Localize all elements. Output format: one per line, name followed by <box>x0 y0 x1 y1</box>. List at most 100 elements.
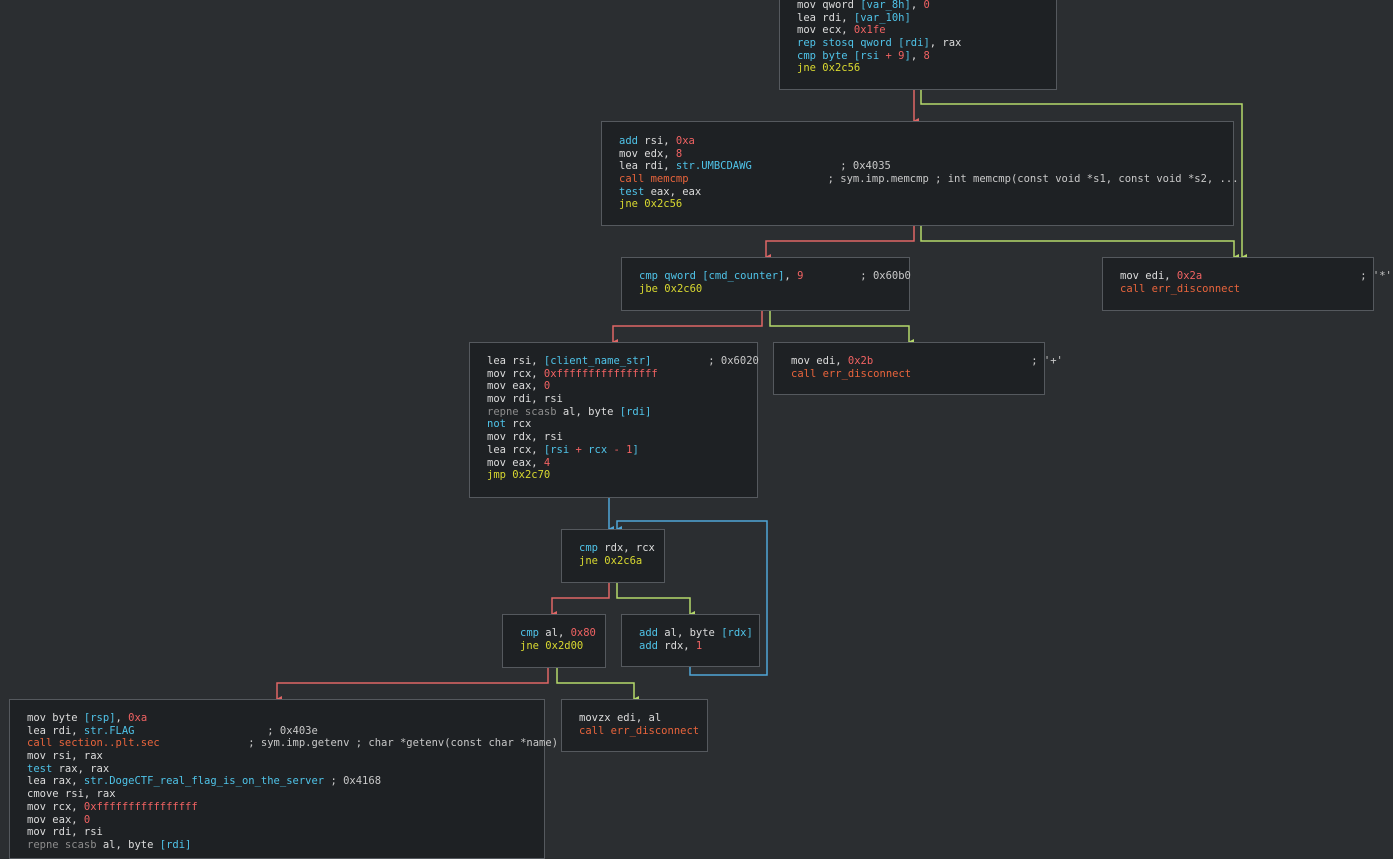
token-reg: edi, <box>816 355 848 367</box>
token-num: 4 <box>543 456 551 469</box>
token-str: str.UMBCDAWG <box>675 160 752 173</box>
token-reg: rdi, rsi <box>52 826 103 839</box>
instruction-line[interactable]: jne 0x2c56 <box>797 62 1056 75</box>
instruction-line[interactable]: repne scasb al, byte [rdi] <box>487 406 757 419</box>
token-reg: al, <box>664 627 690 639</box>
token-cmp: cmp <box>639 270 665 282</box>
instruction-line[interactable]: add rsi, 0xa <box>619 135 1233 148</box>
token-mnem: lea <box>619 160 645 173</box>
instruction-line[interactable]: mov edi, 0x2a ; '*' <box>1120 270 1392 283</box>
token-num: 1 <box>626 443 633 456</box>
token-cmt: ; 0x60b0 <box>803 270 911 282</box>
instruction-line[interactable]: mov rdx, rsi <box>487 431 757 444</box>
instruction-line[interactable]: mov byte [rsp], 0xa <box>27 712 544 725</box>
instruction-line[interactable]: rep stosq qword [rdi], rax <box>797 37 1056 50</box>
instruction-line[interactable]: call err_disconnect <box>579 725 707 738</box>
instruction-line[interactable]: mov eax, 0 <box>27 814 544 827</box>
instruction-line[interactable]: cmp al, 0x80 <box>520 627 605 640</box>
token-jmp: 0x2c60 <box>664 282 703 295</box>
instruction-line[interactable]: mov edx, 8 <box>619 148 1233 161</box>
instruction-line[interactable]: cmove rsi, rax <box>27 788 544 801</box>
token-cmp: cmp <box>579 542 605 554</box>
instruction-line[interactable]: test rax, rax <box>27 763 544 776</box>
token-jmp: jne <box>579 554 605 567</box>
instruction-line[interactable]: call err_disconnect <box>1120 283 1373 296</box>
instruction-line[interactable]: cmp qword [cmd_counter], 9 ; 0x60b0 <box>639 270 911 283</box>
instruction-line[interactable]: cmp rdx, rcx <box>579 542 664 555</box>
token-mnem: mov <box>487 380 513 393</box>
instruction-line[interactable]: repne scasb al, byte [rdi] <box>27 839 544 852</box>
token-mnem: movzx <box>579 712 617 724</box>
instruction-line[interactable]: mov rcx, 0xffffffffffffffff <box>487 368 757 381</box>
instruction-line[interactable]: add al, byte [rdx] <box>639 627 759 640</box>
instruction-line[interactable]: mov rdi, rsi <box>487 393 757 406</box>
token-mnem: mov <box>27 813 53 826</box>
token-reg: rsi, <box>512 355 544 367</box>
instruction-line[interactable]: jmp 0x2c70 <box>487 469 757 482</box>
token-reg: rdi, <box>822 11 854 24</box>
instruction-line[interactable]: movzx edi, al <box>579 712 707 725</box>
instruction-line[interactable]: mov qword [var_8h], 0 <box>797 0 1056 12</box>
instruction-line[interactable]: call err_disconnect <box>791 368 1044 381</box>
instruction-line[interactable]: jne 0x2d00 <box>520 640 605 653</box>
token-br: [rdx] <box>721 627 753 639</box>
instruction-line[interactable]: lea rsi, [client_name_str] ; 0x6020 <box>487 355 759 368</box>
instruction-line[interactable]: lea rcx, [rsi + rcx - 1] <box>487 444 757 457</box>
token-reg: , <box>115 712 129 724</box>
instruction-line[interactable]: lea rdi, [var_10h] <box>797 12 1056 25</box>
instruction-line[interactable]: mov rcx, 0xffffffffffffffff <box>27 801 544 814</box>
token-cmt: ; 0x4168 <box>324 775 382 788</box>
token-cmt: ; 0x6020 <box>651 355 759 367</box>
token-num: 0xa <box>128 712 148 724</box>
instruction-line[interactable]: call section..plt.sec ; sym.imp.getenv ;… <box>27 737 558 750</box>
token-reg: al, <box>562 405 589 418</box>
instruction-line[interactable]: mov edi, 0x2b ; '+' <box>791 355 1063 368</box>
instruction-line[interactable]: jne 0x2c56 <box>619 198 1233 211</box>
token-jmp: jne <box>797 62 823 75</box>
instruction-line[interactable]: mov eax, 0 <box>487 380 757 393</box>
instruction-line[interactable]: jne 0x2c6a <box>579 555 664 568</box>
instruction-line[interactable]: mov rsi, rax <box>27 750 544 763</box>
token-reg: eax, <box>512 456 544 469</box>
block-err-2b[interactable]: mov edi, 0x2b ; '+'call err_disconnect <box>773 342 1063 395</box>
token-cmp: cmp <box>520 627 546 639</box>
edge-memcmp-false <box>765 226 915 260</box>
edge-cmp80-true <box>556 668 639 702</box>
instruction-line[interactable]: lea rdi, str.FLAG ; 0x403e <box>27 725 544 738</box>
instruction-line[interactable]: jbe 0x2c60 <box>639 283 909 296</box>
instruction-line[interactable]: mov ecx, 0x1fe <box>797 24 1056 37</box>
token-num: 9 <box>898 49 905 62</box>
token-mnem: mov <box>619 147 645 160</box>
instruction-line[interactable]: mov eax, 4 <box>487 457 757 470</box>
token-num: 0 <box>83 813 91 826</box>
block-err-2a[interactable]: mov edi, 0x2a ; '*'call err_disconnect <box>1102 257 1392 311</box>
instruction-line[interactable]: mov rdi, rsi <box>27 826 544 839</box>
instruction-line[interactable]: call memcmp ; sym.imp.memcmp ; int memcm… <box>619 173 1239 186</box>
token-reg: rcx, <box>52 800 84 813</box>
instruction-line[interactable]: cmp byte [rsi + 9], 8 <box>797 50 1056 63</box>
token-jmp: jne <box>619 198 645 211</box>
token-reg: rcx, <box>512 443 544 456</box>
instruction-line[interactable]: not rcx <box>487 418 757 431</box>
token-call: err_disconnect <box>1151 282 1241 295</box>
block-add-al[interactable]: add al, byte [rdx]add rdx, 1 <box>621 614 760 667</box>
instruction-line[interactable]: lea rax, str.DogeCTF_real_flag_is_on_the… <box>27 775 544 788</box>
token-jmp: jbe <box>639 282 665 295</box>
token-br: ] <box>904 49 911 62</box>
instruction-line[interactable]: test eax, eax <box>619 186 1233 199</box>
instruction-line[interactable]: lea rdi, str.UMBCDAWG ; 0x4035 <box>619 160 1233 173</box>
instruction-line[interactable]: add rdx, 1 <box>639 640 759 653</box>
token-reg: rdi, rsi <box>512 393 563 406</box>
token-cmp: byte <box>822 49 854 62</box>
token-reg: rcx, <box>512 367 544 380</box>
token-num: 1 <box>695 639 703 652</box>
token-br: ] <box>632 443 639 456</box>
